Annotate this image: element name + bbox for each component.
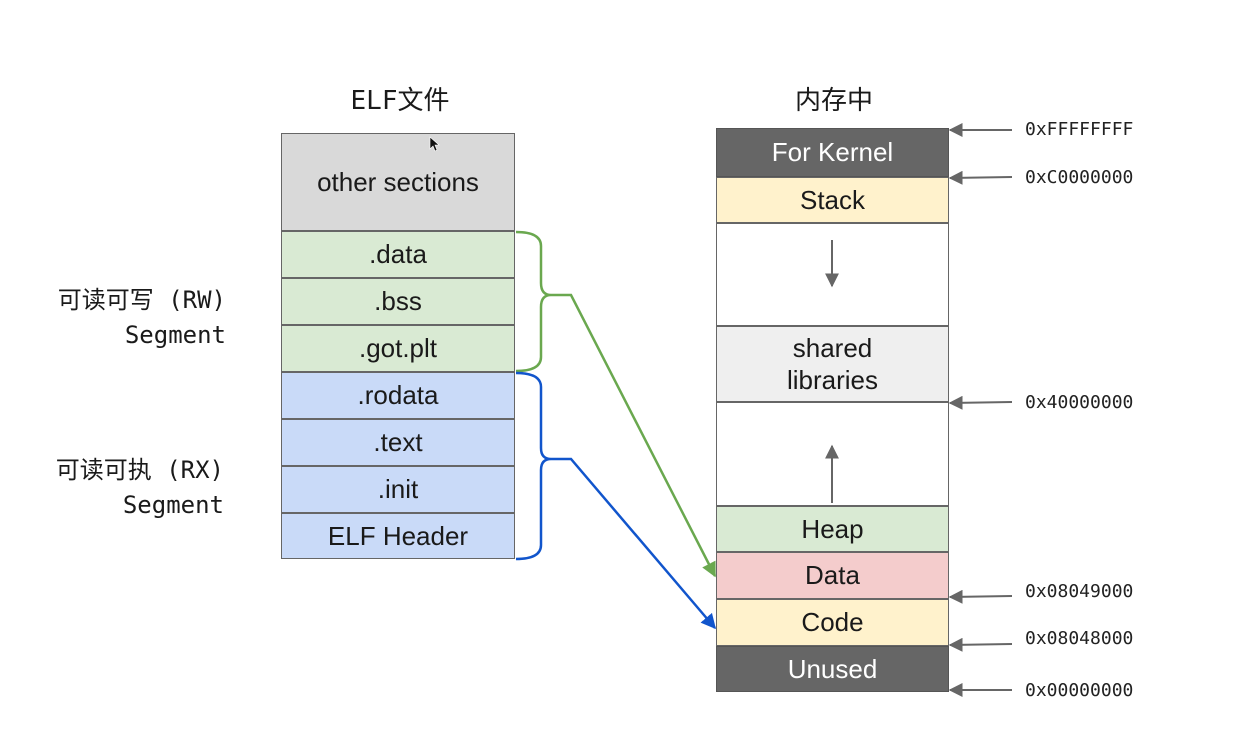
rx-segment-brace — [515, 371, 552, 561]
rx-mapping-arrow — [551, 457, 716, 630]
memory-region-for-kernel: For Kernel — [716, 128, 949, 177]
memory-region-stack: Stack — [716, 177, 949, 223]
rw-segment-title: 可读可写 (RW) — [57, 286, 226, 314]
rw-mapping-arrow — [551, 293, 717, 578]
address-label-c0000000: 0xC0000000 — [1025, 167, 1134, 188]
memory-title: 内存中 — [794, 86, 873, 116]
address-label-00000000: 0x00000000 — [1025, 680, 1134, 701]
elf-section-got-plt: .got.plt — [281, 325, 515, 372]
elf-section-rodata: .rodata — [281, 372, 515, 419]
memory-region-code: Code — [716, 599, 949, 646]
memory-region-data: Data — [716, 552, 949, 599]
elf-section-bss: .bss — [281, 278, 515, 325]
elf-section-init: .init — [281, 466, 515, 513]
elf-section-elf-header: ELF Header — [281, 513, 515, 559]
rx-segment-label: 可读可执 (RX) Segment — [8, 453, 224, 523]
address-pointer-arrow — [948, 589, 1013, 604]
rx-segment-subtitle: Segment — [122, 490, 224, 519]
memory-region-unused: Unused — [716, 646, 949, 692]
memory-region-shared-libraries: shared libraries — [716, 326, 949, 402]
memory-region-stack-growth-space — [716, 223, 949, 326]
elf-section-data: .data — [281, 231, 515, 278]
address-label-08048000: 0x08048000 — [1025, 628, 1134, 649]
address-label-40000000: 0x40000000 — [1025, 392, 1134, 413]
memory-region-heap-growth-space — [716, 402, 949, 506]
address-label-08049000: 0x08049000 — [1025, 581, 1134, 602]
rx-segment-title: 可读可执 (RX) — [55, 456, 224, 484]
memory-region-heap: Heap — [716, 506, 949, 552]
address-pointer-arrow — [948, 637, 1013, 652]
rw-segment-subtitle: Segment — [124, 320, 226, 349]
address-label-ffffffff: 0xFFFFFFFF — [1025, 119, 1134, 140]
elf-file-title: ELF文件 — [350, 86, 450, 116]
elf-section-other-sections: other sections — [281, 133, 515, 231]
address-pointer-arrow — [948, 170, 1013, 185]
rw-segment-brace — [515, 230, 552, 373]
rw-segment-label: 可读可写 (RW) Segment — [8, 283, 226, 353]
address-pointer-arrow — [948, 395, 1013, 410]
elf-section-text: .text — [281, 419, 515, 466]
